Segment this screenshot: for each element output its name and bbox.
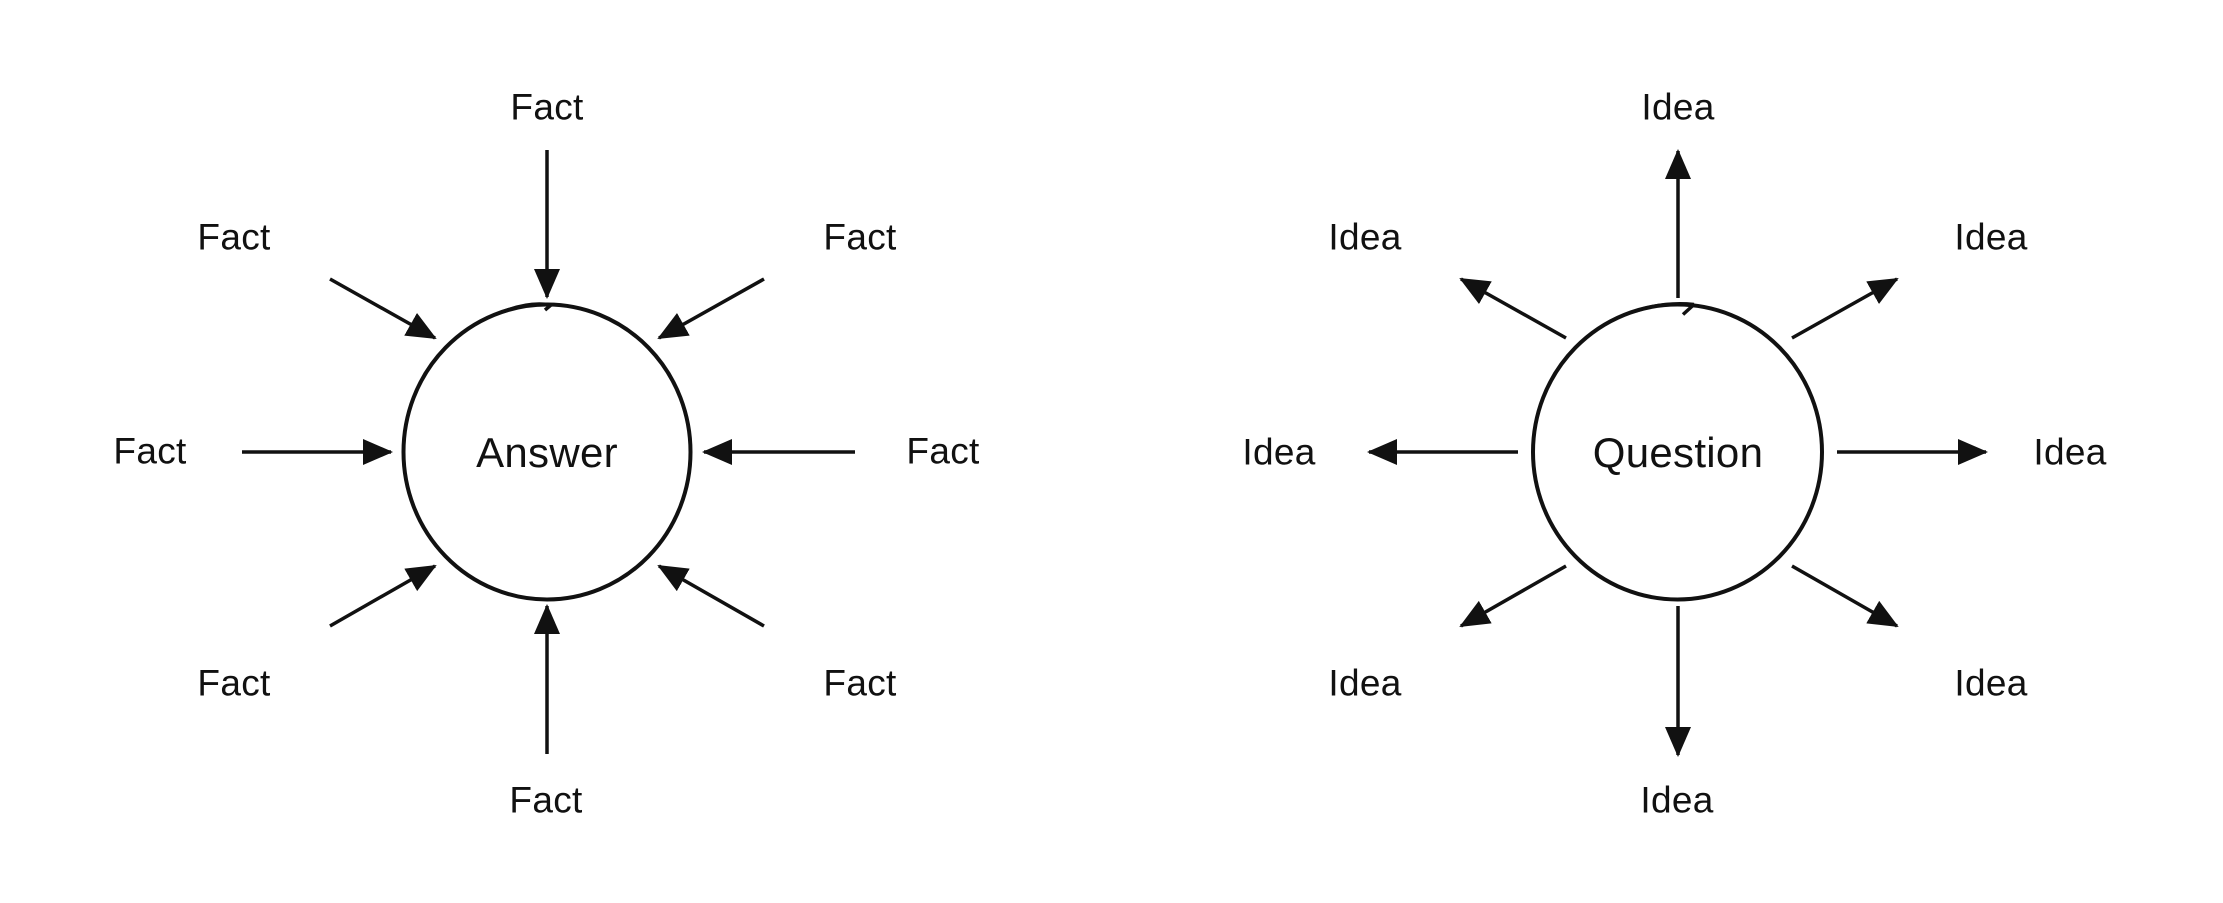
idea-arrow-lower-left <box>1459 564 1567 628</box>
fact-label-top: Fact <box>510 86 584 128</box>
fact-label-lower-right: Fact <box>823 662 897 704</box>
fact-arrow-lower-left <box>329 564 437 628</box>
idea-label-lower-left: Idea <box>1328 662 1402 704</box>
idea-label-right: Idea <box>2033 431 2107 473</box>
fact-label-upper-left: Fact <box>197 216 271 258</box>
idea-label-lower-right: Idea <box>1954 662 2028 704</box>
answer-diagram <box>242 150 855 754</box>
idea-label-upper-right: Idea <box>1954 216 2028 258</box>
fact-label-upper-right: Fact <box>823 216 897 258</box>
idea-arrow-lower-right <box>1791 564 1899 628</box>
idea-label-upper-left: Idea <box>1328 216 1402 258</box>
idea-label-bottom: Idea <box>1640 779 1714 821</box>
idea-label-top: Idea <box>1641 86 1715 128</box>
fact-label-lower-left: Fact <box>197 662 271 704</box>
fact-label-left: Fact <box>113 430 187 472</box>
idea-arrow-upper-left <box>1459 277 1567 340</box>
question-circle-apex-flick <box>1681 303 1696 316</box>
fact-label-right: Fact <box>906 430 980 472</box>
answer-circle-apex-overlap-stroke <box>504 302 556 313</box>
question-diagram <box>1367 149 1988 757</box>
fact-arrow-upper-right <box>657 277 765 340</box>
question-circle-label: Question <box>1592 429 1764 476</box>
fact-arrow-lower-right <box>657 564 765 628</box>
fact-arrow-upper-left <box>329 277 437 340</box>
question-circle-apex-overlap-stroke <box>1635 302 1695 313</box>
idea-label-left: Idea <box>1242 431 1316 473</box>
fact-label-bottom: Fact <box>509 779 583 821</box>
answer-circle-label: Answer <box>476 429 618 476</box>
idea-arrow-upper-right <box>1791 277 1899 340</box>
